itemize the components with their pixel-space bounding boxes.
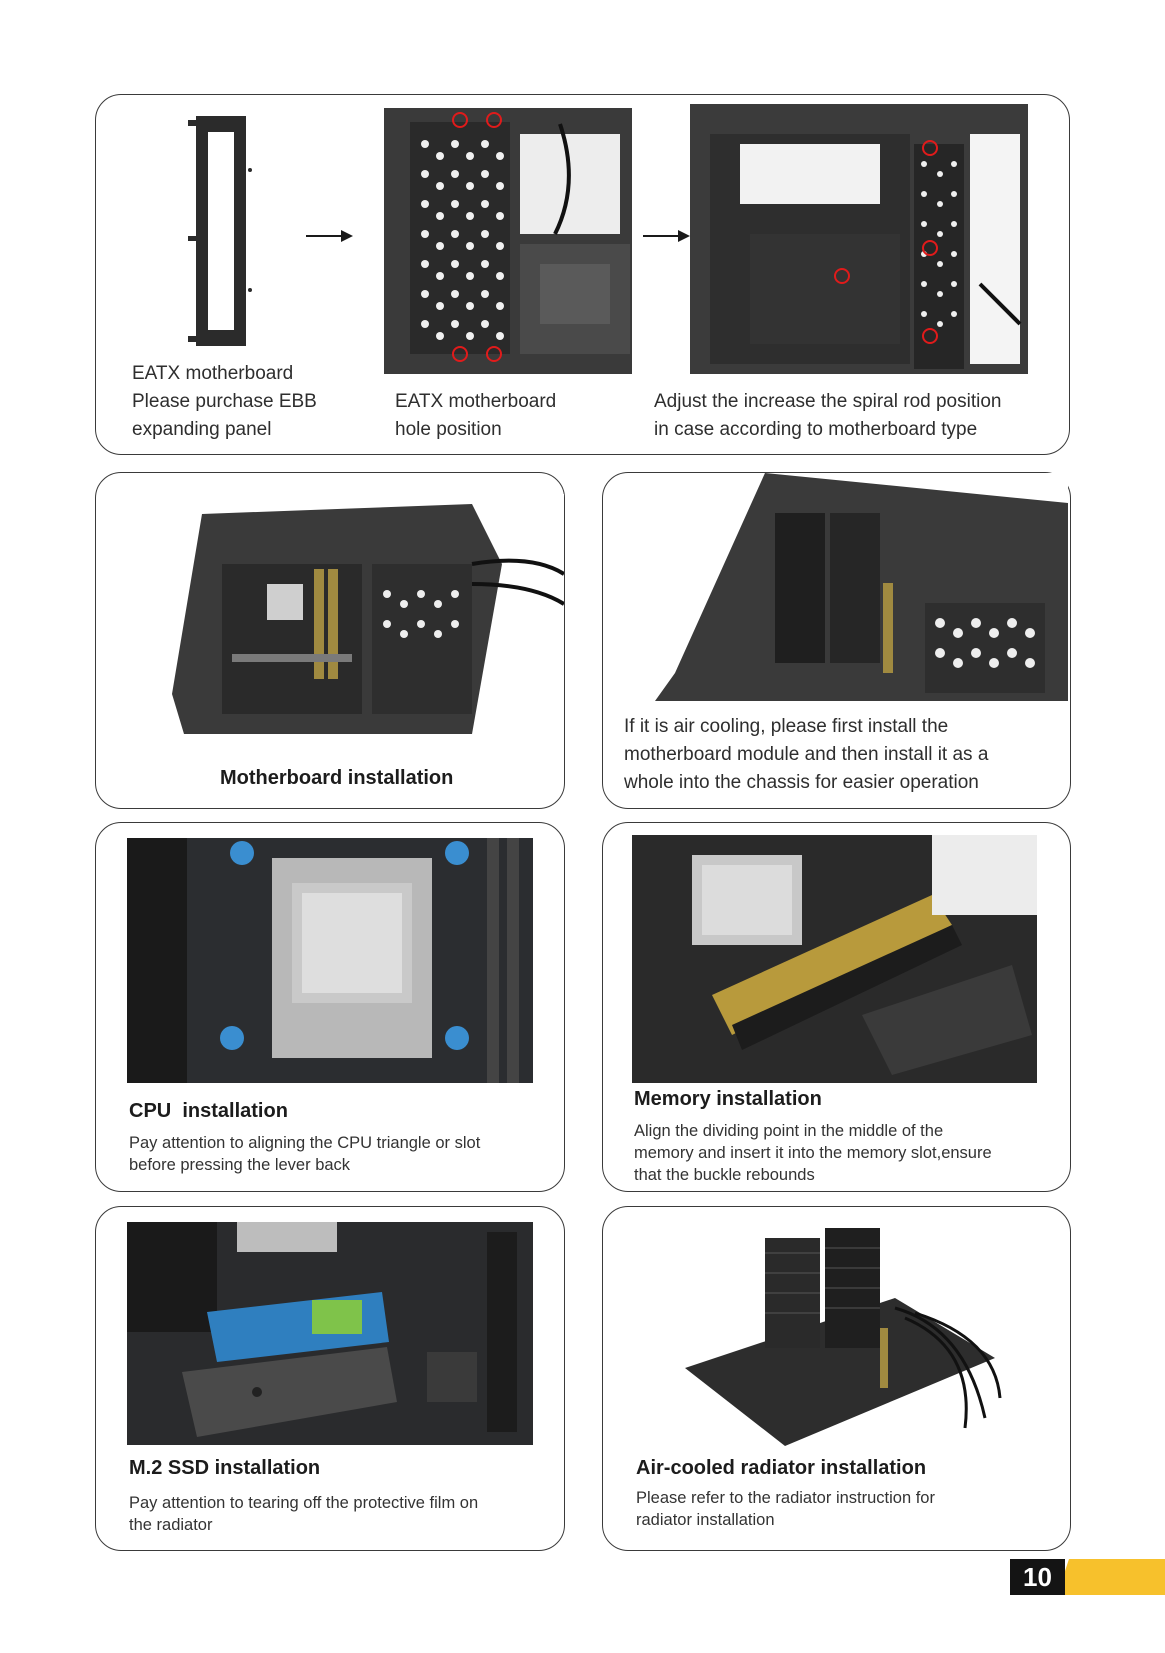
ebb-panel-caption: EATX motherboard Please purchase EBB exp… bbox=[132, 360, 317, 444]
air-cooling-text: If it is air cooling, please first insta… bbox=[624, 713, 988, 797]
arrow-right-icon bbox=[306, 230, 353, 242]
caption-line: in case according to motherboard type bbox=[654, 419, 978, 440]
air-cooling-module-photo bbox=[655, 473, 1068, 701]
ssd-installation-photo bbox=[127, 1222, 533, 1445]
text-line: Pay attention to tearing off the protect… bbox=[129, 1494, 479, 1512]
radiator-installation-title: Air-cooled radiator installation bbox=[636, 1457, 927, 1479]
hole-position-caption: EATX motherboard hole position bbox=[395, 388, 556, 444]
cpu-installation-text: Pay attention to aligning the CPU triang… bbox=[129, 1132, 480, 1176]
caption-line: hole position bbox=[395, 419, 502, 440]
text-line: memory and insert it into the memory slo… bbox=[634, 1144, 992, 1162]
memory-installation-title: Memory installation bbox=[634, 1088, 822, 1110]
caption-line: expanding panel bbox=[132, 419, 272, 440]
text-line: If it is air cooling, please first insta… bbox=[624, 716, 949, 737]
page-number: 10 bbox=[1010, 1559, 1065, 1595]
text-line: whole into the chassis for easier operat… bbox=[624, 772, 979, 793]
cpu-installation-photo bbox=[127, 838, 533, 1083]
page-number-accent-bar bbox=[1057, 1559, 1165, 1595]
motherboard-installation-title: Motherboard installation bbox=[220, 767, 454, 789]
spiral-rod-caption: Adjust the increase the spiral rod posit… bbox=[654, 388, 1001, 444]
radiator-installation-photo bbox=[665, 1218, 1005, 1446]
text-line: before pressing the lever back bbox=[129, 1156, 351, 1174]
text-line: radiator installation bbox=[636, 1511, 775, 1529]
text-line: Align the dividing point in the middle o… bbox=[634, 1122, 944, 1140]
radiator-installation-text: Please refer to the radiator instruction… bbox=[636, 1487, 935, 1531]
caption-line: EATX motherboard bbox=[395, 391, 557, 412]
motherboard-installation-photo bbox=[172, 494, 564, 752]
memory-installation-text: Align the dividing point in the middle o… bbox=[634, 1120, 992, 1186]
memory-installation-photo bbox=[632, 835, 1037, 1083]
ebb-expanding-panel-photo bbox=[188, 110, 258, 352]
eatx-hole-position-photo bbox=[380, 104, 632, 376]
caption-line: Please purchase EBB bbox=[132, 391, 317, 412]
text-line: the radiator bbox=[129, 1516, 213, 1534]
ssd-installation-text: Pay attention to tearing off the protect… bbox=[129, 1492, 478, 1536]
spiral-rod-position-photo bbox=[690, 104, 1028, 374]
text-line: that the buckle rebounds bbox=[634, 1166, 815, 1184]
ssd-installation-title: M.2 SSD installation bbox=[129, 1457, 321, 1479]
text-line: Pay attention to aligning the CPU triang… bbox=[129, 1134, 481, 1152]
text-line: Please refer to the radiator instruction… bbox=[636, 1489, 935, 1507]
arrow-right-icon bbox=[643, 230, 690, 242]
caption-line: Adjust the increase the spiral rod posit… bbox=[654, 391, 1002, 412]
caption-line: EATX motherboard bbox=[132, 363, 294, 384]
text-line: motherboard module and then install it a… bbox=[624, 744, 989, 765]
cpu-installation-title: CPU installation bbox=[129, 1100, 288, 1122]
